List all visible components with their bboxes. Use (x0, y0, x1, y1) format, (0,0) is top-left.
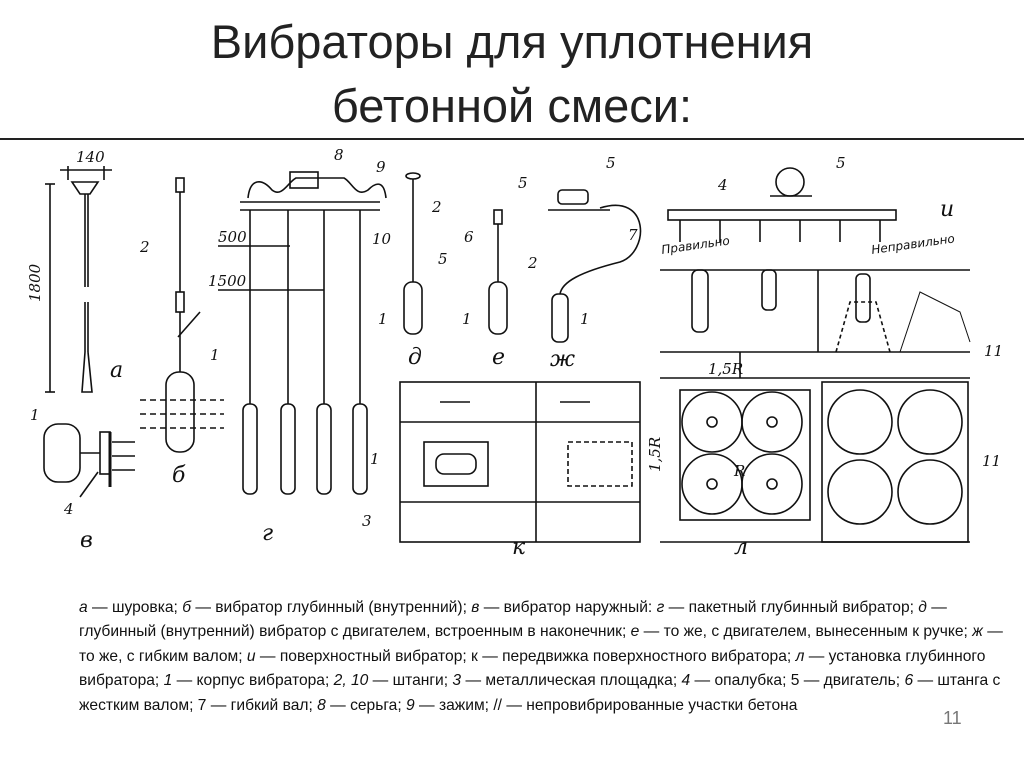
tool-l-grid (660, 352, 970, 543)
title-divider (0, 138, 1024, 140)
dim-140: 140 (76, 148, 105, 166)
caption-segment: — опалубка; 5 — двигатель; (690, 672, 905, 690)
caption-segment: — вибратор наружный: (479, 599, 657, 616)
caption-segment: — штанги; (368, 672, 453, 690)
label-1-zh: 1 (580, 310, 590, 328)
caption-segment: г (656, 599, 665, 616)
caption-segment: в (471, 599, 480, 616)
label-11-bottom: 11 (982, 452, 1001, 470)
vibrators-diagram: 140 1800 а 2 1 б 1 4 в 8 9 10 500 1500 1… (26, 146, 1003, 560)
caption-segment: 6 (904, 672, 914, 690)
caption-segment: 2, 10 (333, 672, 369, 690)
tool-b-internal (140, 177, 224, 453)
caption-segment: — серьга; (325, 696, 407, 714)
label-d: д (408, 345, 422, 370)
label-7: 7 (628, 226, 638, 244)
caption-segment: — поверхностный вибратор; к — передвижка… (255, 647, 796, 665)
note-correct: Правильно (660, 234, 730, 257)
tool-i-surface (667, 167, 897, 242)
caption-segment: д (918, 599, 927, 616)
page-number: 11 (943, 708, 962, 728)
dim-r: R (733, 462, 745, 480)
title-line-2: бетонной смеси: (331, 79, 693, 132)
placement-section (660, 269, 971, 353)
label-a: а (110, 358, 123, 383)
dim-1-5r-side: 1,5R (646, 437, 664, 472)
caption-segment: ж (972, 623, 983, 641)
title-line-1: Вибраторы для уплотнения (210, 15, 814, 68)
label-2-d: 2 (431, 198, 442, 216)
caption-segment: е (630, 623, 640, 641)
label-5-e: 5 (518, 174, 528, 192)
caption-segment: — пакетный глубинный вибратор; (664, 599, 919, 616)
label-k: к (512, 535, 526, 560)
dim-1-5r-top: 1,5R (708, 360, 743, 378)
dim-1800: 1800 (26, 263, 44, 302)
label-4-i: 4 (717, 176, 728, 194)
caption-segment: — глубинный (внутренний) вибратор с двиг… (79, 599, 947, 641)
caption-segment: б (182, 599, 191, 616)
tool-g-cluster (218, 171, 387, 495)
dim-1500: 1500 (208, 272, 247, 290)
caption-segment: 9 (406, 696, 415, 714)
label-e: е (492, 345, 505, 370)
caption-segment: 8 (317, 696, 326, 714)
tools-d-e-zh (403, 172, 642, 343)
label-1-e: 1 (462, 310, 472, 328)
label-9: 9 (376, 158, 386, 176)
caption-segment: 1 (163, 672, 173, 690)
tool-v-external (43, 423, 135, 498)
dim-500: 500 (218, 228, 247, 246)
label-b: б (172, 463, 186, 488)
caption-segment: — то же, с двигателем, вынесенным к ручк… (639, 623, 973, 641)
label-2-e: 2 (527, 254, 538, 272)
label-1-b: 1 (210, 346, 220, 364)
caption-segment: 4 (681, 672, 691, 690)
caption-segment: — установка глубинного вибратора; (79, 647, 986, 690)
caption-segment: — вибратор глубинный (внутренний); (191, 599, 472, 616)
label-5-zh: 5 (606, 154, 616, 172)
label-1-d: 1 (378, 310, 388, 328)
label-zh: ж (550, 347, 575, 372)
label-1-v: 1 (30, 406, 40, 424)
caption-segment: а (79, 599, 88, 616)
caption-segment: — то же, с гибким валом; (79, 623, 1003, 665)
caption-segment: — штанга с жестким валом; 7 — гибкий вал… (79, 672, 1001, 714)
caption-segment: — зажим; // — непровибрированные участки… (414, 696, 798, 714)
page-title: Вибраторы для уплотнения бетонной смеси: (0, 10, 1024, 138)
tool-k-shift (399, 381, 641, 543)
label-5-d: 5 (438, 250, 448, 268)
caption-segment: л (795, 647, 805, 665)
label-6: 6 (464, 228, 474, 246)
label-8: 8 (334, 146, 344, 164)
label-v: в (80, 528, 93, 553)
caption-segment: — шуровка; (87, 599, 183, 616)
label-10: 10 (372, 230, 392, 248)
figure-caption: а — шуровка; б — вибратор глубинный (вну… (79, 596, 1009, 718)
label-11-top: 11 (984, 342, 1003, 360)
label-i: и (940, 197, 954, 222)
label-3: 3 (362, 512, 372, 530)
note-incorrect: Неправильно (870, 231, 955, 257)
caption-segment: — корпус вибратора; (172, 672, 334, 690)
label-4-v: 4 (63, 500, 74, 518)
label-5-i: 5 (836, 154, 846, 172)
label-1-g: 1 (370, 450, 380, 468)
caption-segment: 3 (452, 672, 462, 690)
caption-segment: и (246, 647, 256, 665)
label-g: г (262, 521, 273, 546)
caption-segment: — металлическая площадка; (461, 672, 682, 690)
label-l: л (734, 535, 748, 560)
label-2-b: 2 (139, 238, 150, 256)
tool-a-poker (45, 166, 112, 393)
